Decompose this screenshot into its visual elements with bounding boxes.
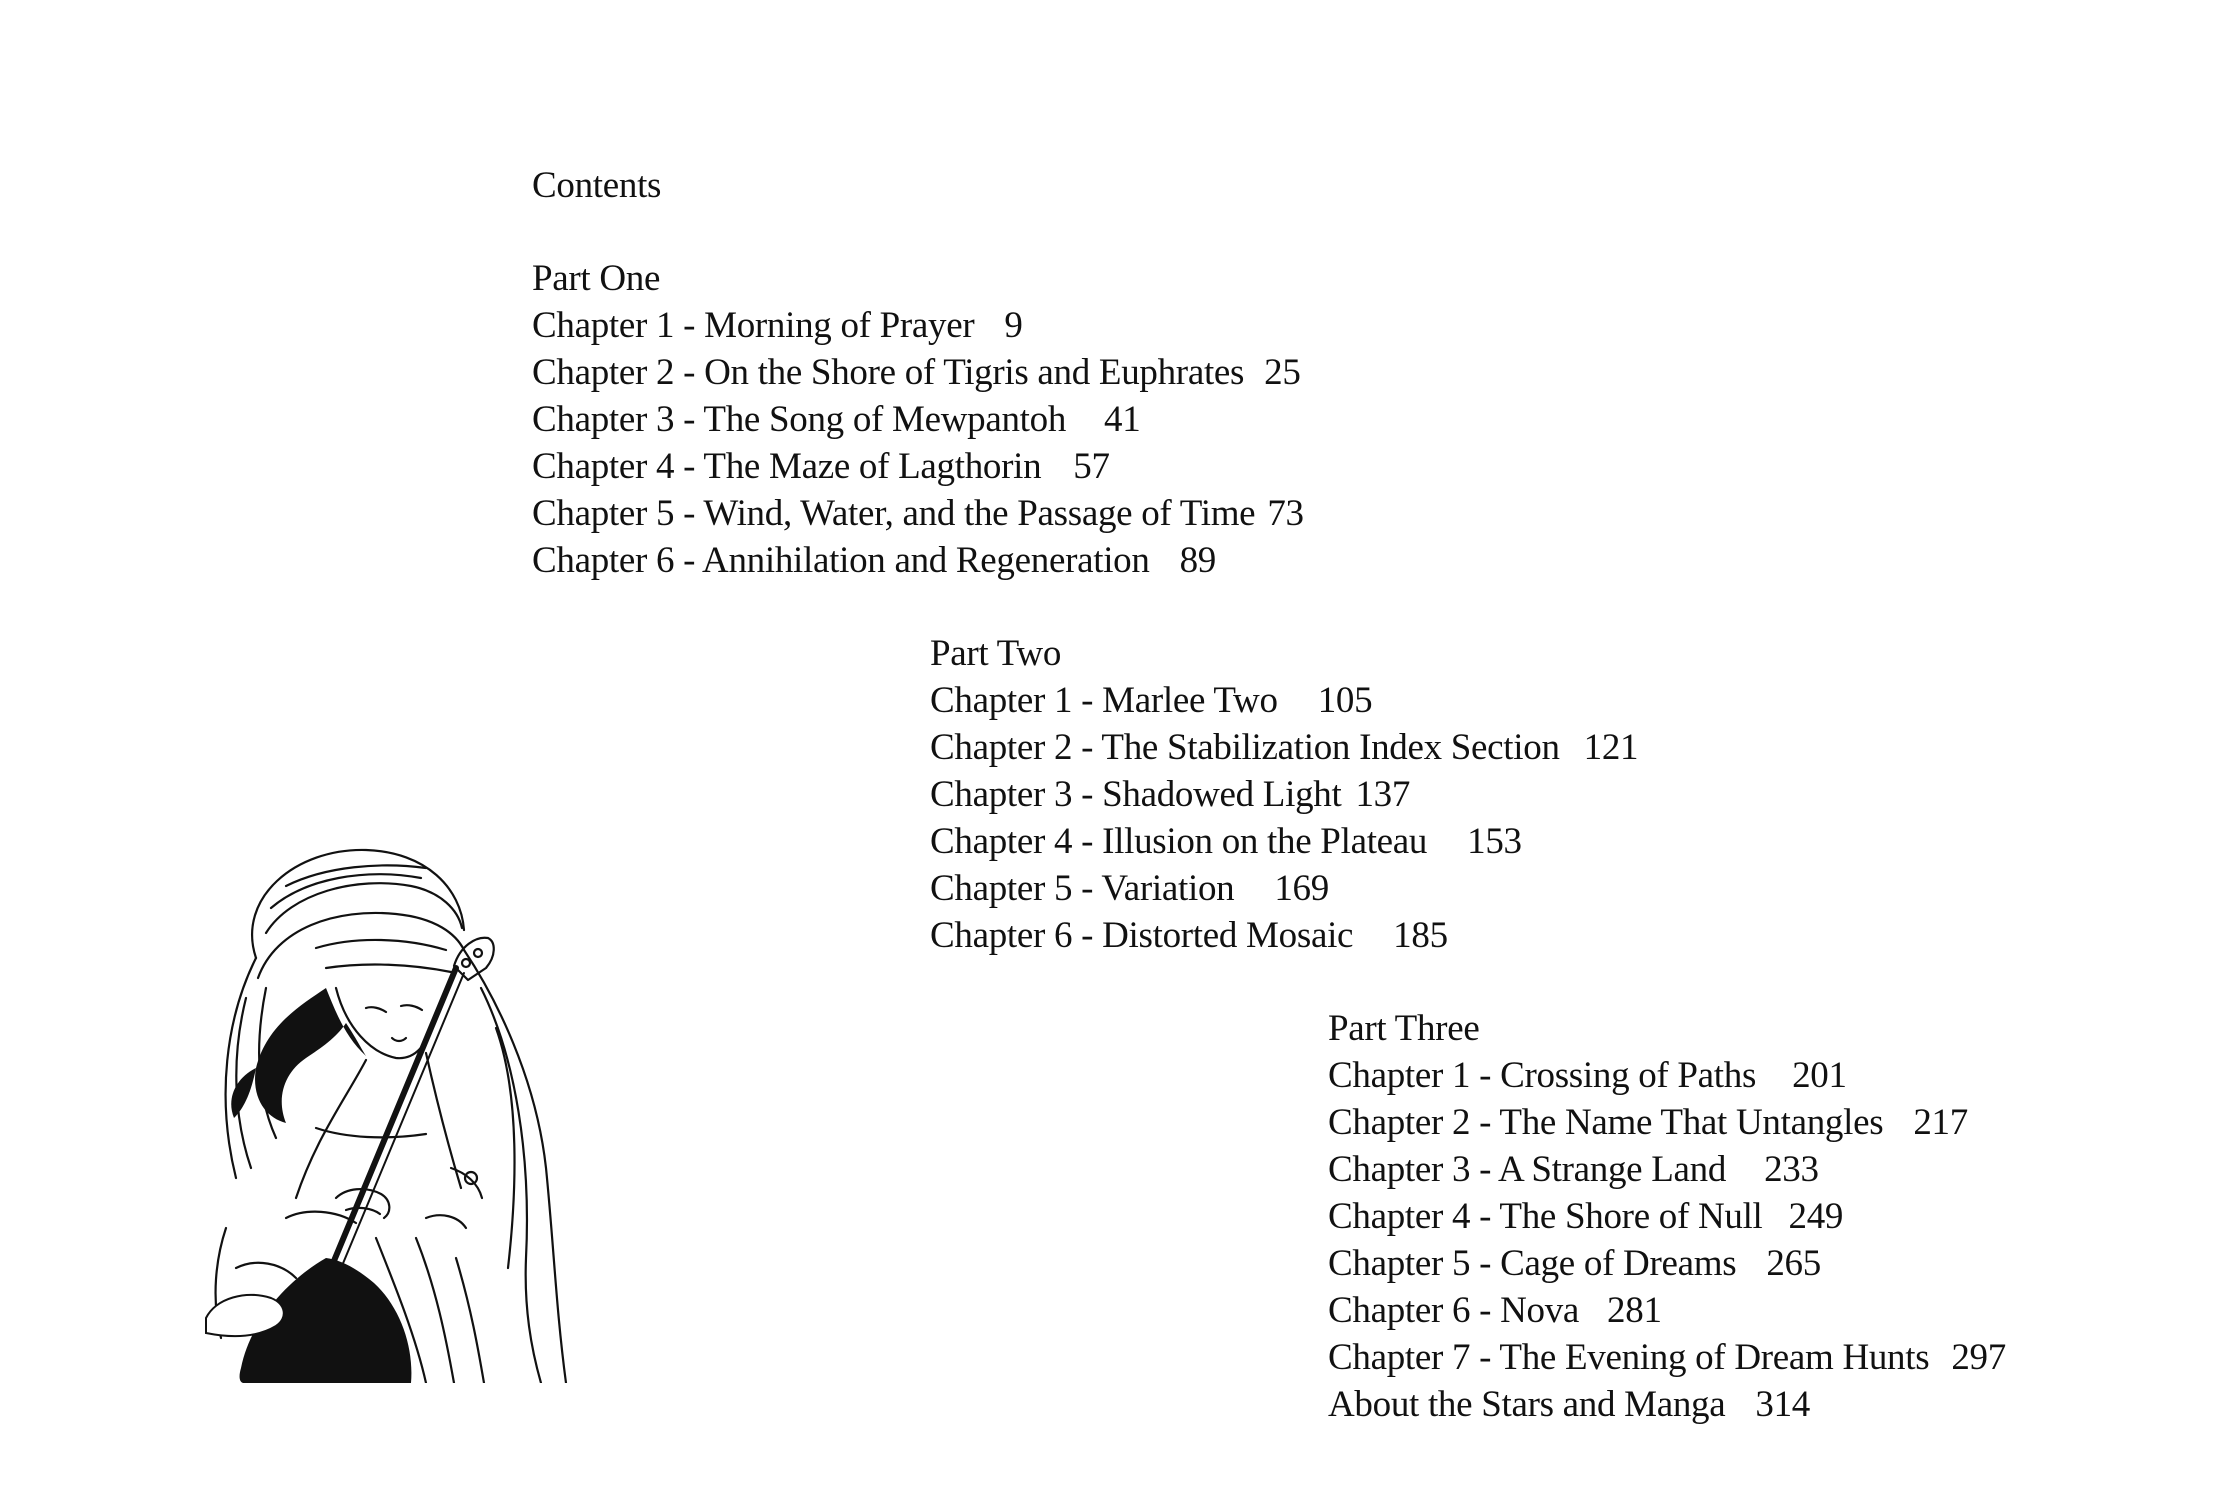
entry-title: Chapter 2 - The Stabilization Index Sect… xyxy=(930,727,1560,768)
part-two-title: Part Two xyxy=(930,633,1062,674)
toc-entry[interactable]: Chapter 5 - Wind, Water, and the Passage… xyxy=(532,490,1304,537)
entry-page-number: 153 xyxy=(1467,821,1522,862)
entry-title: Chapter 6 - Distorted Mosaic xyxy=(930,915,1354,956)
entry-title: Chapter 1 - Marlee Two xyxy=(930,680,1278,721)
toc-entry[interactable]: Chapter 7 - The Evening of Dream Hunts 29… xyxy=(1328,1334,2006,1381)
entry-title: Chapter 4 - The Maze of Lagthorin xyxy=(532,446,1042,487)
toc-entry[interactable]: Chapter 3 - The Song of Mewpantoh 41 xyxy=(532,396,1304,443)
part-one-title: Part One xyxy=(532,258,661,299)
entry-title: Chapter 1 - Crossing of Paths xyxy=(1328,1055,1757,1096)
toc-entry[interactable]: Chapter 2 - The Name That Untangles 217 xyxy=(1328,1099,2006,1146)
toc-entry[interactable]: Chapter 6 - Distorted Mosaic 185 xyxy=(930,912,1638,959)
entry-page-number: 9 xyxy=(1004,305,1023,346)
entry-page-number: 73 xyxy=(1267,493,1304,534)
entry-page-number: 121 xyxy=(1583,727,1639,768)
entry-title: Chapter 2 - The Name That Untangles xyxy=(1328,1102,1884,1143)
entry-title: Chapter 2 - On the Shore of Tigris and E… xyxy=(532,352,1245,393)
entry-title: Chapter 3 - A Strange Land xyxy=(1328,1149,1727,1190)
entry-title: Chapter 4 - Illusion on the Plateau xyxy=(930,821,1428,862)
entry-page-number: 265 xyxy=(1766,1243,1821,1284)
entry-title: Chapter 5 - Wind, Water, and the Passage… xyxy=(532,493,1256,534)
entry-title: Chapter 1 - Morning of Prayer xyxy=(532,305,975,346)
toc-entry[interactable]: Chapter 2 - The Stabilization Index Sect… xyxy=(930,724,1639,771)
entry-page-number: 41 xyxy=(1104,399,1141,440)
entry-title: Chapter 5 - Cage of Dreams xyxy=(1328,1243,1737,1284)
toc-entry[interactable]: Chapter 5 - Variation 169 xyxy=(930,865,1638,912)
toc-entry[interactable]: Chapter 6 - Annihilation and Regeneratio… xyxy=(532,537,1304,584)
entry-page-number: 89 xyxy=(1179,540,1217,581)
entry-page-number: 314 xyxy=(1755,1384,1810,1425)
toc-entry[interactable]: Chapter 6 - Nova 281 xyxy=(1328,1287,2006,1334)
contents-heading: Contents xyxy=(532,165,662,206)
entry-page-number: 249 xyxy=(1788,1196,1844,1237)
part-three-title: Part Three xyxy=(1328,1008,1480,1049)
toc-entry[interactable]: Chapter 4 - The Maze of Lagthorin 57 xyxy=(532,443,1304,490)
toc-entry[interactable]: Chapter 3 - A Strange Land 233 xyxy=(1328,1146,2006,1193)
toc-entry[interactable]: Chapter 3 - Shadowed Light 137 xyxy=(930,771,1638,818)
entry-title: Chapter 3 - The Song of Mewpantoh xyxy=(532,399,1067,440)
entry-page-number: 169 xyxy=(1274,868,1329,909)
entry-page-number: 185 xyxy=(1393,915,1448,956)
entry-title: Chapter 3 - Shadowed Light xyxy=(930,774,1342,815)
entry-title: Chapter 5 - Variation xyxy=(930,868,1235,909)
entry-title: About the Stars and Manga xyxy=(1328,1384,1726,1425)
entry-page-number: 25 xyxy=(1264,352,1301,393)
toc-entry[interactable]: Chapter 1 - Marlee Two 105 xyxy=(930,677,1638,724)
lute-player-illustration xyxy=(205,848,568,1383)
toc-entry[interactable]: Chapter 2 - On the Shore of Tigris and E… xyxy=(532,349,1304,396)
entry-title: Chapter 6 - Annihilation and Regeneratio… xyxy=(532,540,1150,581)
toc-entry[interactable]: Chapter 4 - The Shore of Null 249 xyxy=(1328,1193,2006,1240)
toc-entry[interactable]: Chapter 4 - Illusion on the Plateau 153 xyxy=(930,818,1638,865)
entry-page-number: 201 xyxy=(1792,1055,1847,1096)
entry-title: Chapter 6 - Nova xyxy=(1328,1290,1580,1331)
toc-entry[interactable]: Chapter 1 - Crossing of Paths 201 xyxy=(1328,1052,2006,1099)
entry-page-number: 217 xyxy=(1913,1102,1968,1143)
entry-title: Chapter 4 - The Shore of Null xyxy=(1328,1196,1763,1237)
toc-entry[interactable]: Chapter 1 - Morning of Prayer 9 xyxy=(532,302,1304,349)
entry-page-number: 297 xyxy=(1951,1337,2006,1378)
entry-page-number: 105 xyxy=(1317,680,1373,721)
part-three-block: Part Three Chapter 1 - Crossing of Paths… xyxy=(1328,1005,2006,1428)
part-two-block: Part Two Chapter 1 - Marlee Two 105 Chapt… xyxy=(930,630,1639,959)
entry-title: Chapter 7 - The Evening of Dream Hunts xyxy=(1328,1337,1930,1378)
entry-page-number: 233 xyxy=(1764,1149,1819,1190)
entry-page-number: 281 xyxy=(1607,1290,1662,1331)
entry-page-number: 137 xyxy=(1355,774,1411,815)
toc-entry[interactable]: Chapter 5 - Cage of Dreams 265 xyxy=(1328,1240,2006,1287)
entry-page-number: 57 xyxy=(1073,446,1110,487)
toc-entry[interactable]: About the Stars and Manga 314 xyxy=(1328,1381,2006,1428)
